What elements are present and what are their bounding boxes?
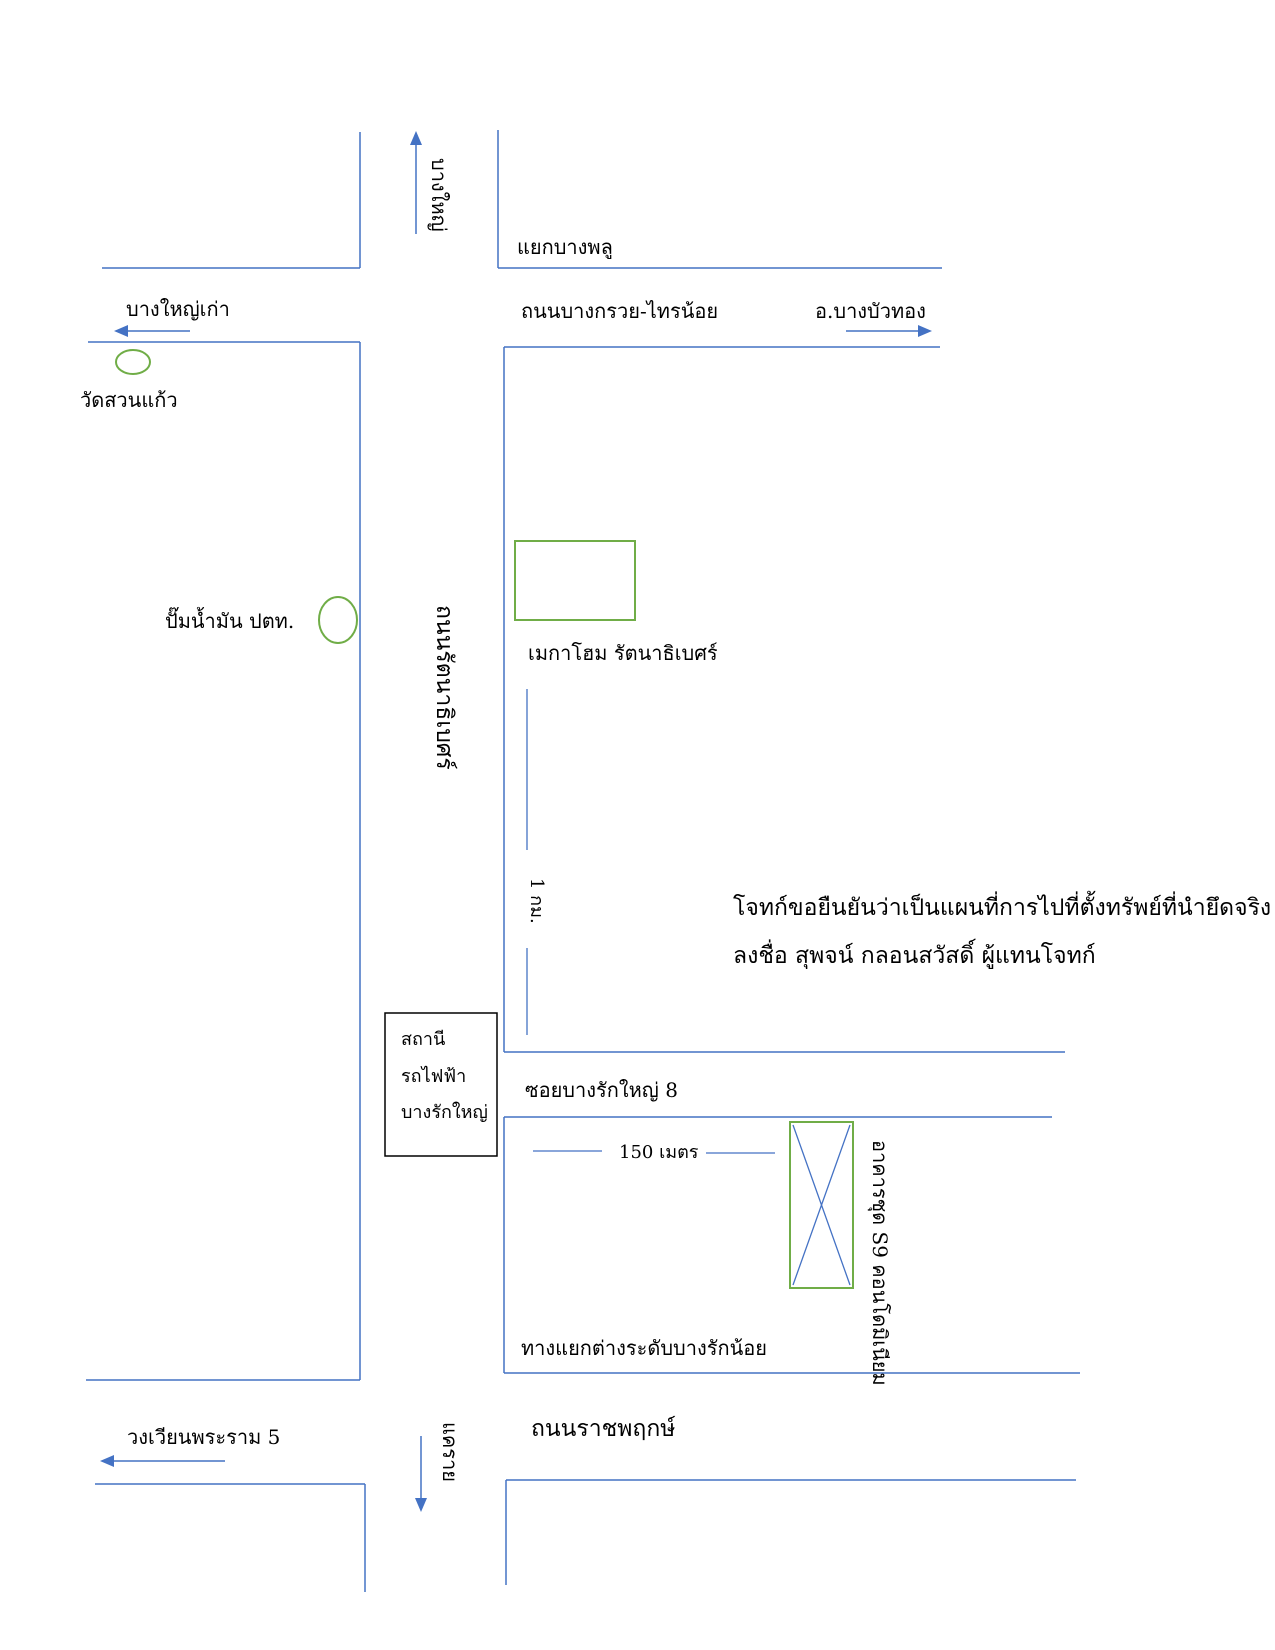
ratchaphruek-road-label: ถนนราชพฤกษ์ <box>531 1415 676 1442</box>
note-line-2: ลงชื่อ สุพจน์ กลอนสวัสดิ์ ผู้แทนโจทก์ <box>733 938 1096 969</box>
rama5-circle-label: วงเวียนพระราม 5 <box>127 1425 280 1449</box>
arrow-right-icon <box>846 325 932 337</box>
mrt-station-box <box>384 1012 498 1157</box>
gas-station-marker <box>318 596 358 644</box>
wat-suan-kaeo-label: วัดสวนแก้ว <box>80 388 178 412</box>
condo-marker <box>789 1121 854 1289</box>
arrow-up-icon <box>410 131 422 234</box>
mrt-station-label-line-2: รถไฟฟ้า <box>401 1065 466 1087</box>
mrt-station-label-line-3: บางรักใหญ่ <box>401 1101 488 1123</box>
bang-kruai-sai-noi-road-label: ถนนบางกรวย-ไทรน้อย <box>521 299 718 323</box>
bang-phlu-junction-label: แยกบางพลู <box>517 235 613 260</box>
mega-home-marker <box>514 540 636 621</box>
soi-bang-rak-yai-8-label: ซอยบางรักใหญ่ 8 <box>525 1078 678 1102</box>
road-edges <box>86 130 1080 1592</box>
khae-rai-label: แคราย <box>438 1422 462 1482</box>
note-line-1: โจทก์ขอยืนยันว่าเป็นแผนที่การไปที่ตั้งทร… <box>733 891 1271 921</box>
rattanathibet-road-label: ถนนรัตนาธิเบศร์ <box>431 605 458 770</box>
to-bang-yai-label: บางใหญ่ <box>427 158 451 232</box>
temple-marker <box>115 349 151 375</box>
condo-label: อาคารชุด S9 คอนโดมิเนียม <box>867 1140 892 1386</box>
old-bang-yai-label: บางใหญ่เก่า <box>126 297 230 321</box>
ptt-station-label: ปั๊มน้ำมัน ปตท. <box>165 606 294 633</box>
arrow-left-icon <box>114 325 190 337</box>
interchange-label: ทางแยกต่างระดับบางรักน้อย <box>521 1336 767 1360</box>
mrt-station-label-line-1: สถานี <box>401 1029 445 1050</box>
bang-bua-thong-label: อ.บางบัวทอง <box>815 299 926 323</box>
arrow-left-icon <box>100 1455 225 1467</box>
arrow-down-icon <box>415 1436 427 1512</box>
distance-1km-label: 1 กม. <box>526 878 547 924</box>
mega-home-label: เมกาโฮม รัตนาธิเบศร์ <box>528 641 718 665</box>
distance-150m-label: 150 เมตร <box>619 1142 699 1163</box>
